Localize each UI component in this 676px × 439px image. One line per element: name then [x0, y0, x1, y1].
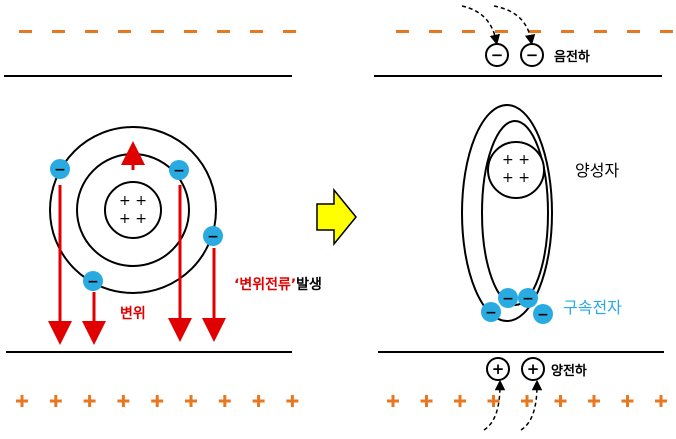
negative-charge-2-sign: −	[526, 46, 539, 64]
incoming-flow-arrow-1	[461, 5, 501, 46]
right-top-dash	[429, 30, 442, 33]
left-bottom-positive-plate	[16, 395, 299, 407]
right-top-dash	[396, 30, 409, 33]
outgoing-flow-arrow-2	[520, 379, 543, 431]
displacement-current-quote: ‘변위전류’	[234, 276, 296, 293]
displacement-label: 변위	[120, 306, 146, 322]
shifted-nucleus-plus-top: + +	[502, 152, 530, 168]
left-bottom-plus-mark	[83, 395, 96, 407]
right-top-dash	[495, 30, 508, 33]
left-top-dash	[52, 30, 65, 33]
right-bottom-plus-mark	[588, 395, 600, 407]
nucleus-circle	[104, 181, 162, 239]
right-top-dash	[594, 30, 607, 33]
left-bottom-plus-mark	[49, 395, 62, 407]
displacement-current-label: ‘변위전류’발생	[234, 276, 322, 293]
outer-orbit	[49, 126, 217, 294]
nucleus-plus-bottom: + +	[119, 211, 147, 227]
left-top-dash	[19, 30, 32, 33]
left-top-dash	[217, 30, 230, 33]
right-bottom-plus-mark	[521, 395, 533, 407]
left-panel: + + + + − − − − 변위 ‘변위전류’발생	[4, 30, 322, 407]
occurs-text: 발생	[296, 276, 322, 293]
left-bottom-plus-mark	[185, 395, 197, 407]
left-bottom-plus-mark	[16, 395, 28, 407]
positive-charge-label: 양전하	[551, 363, 587, 379]
polarized-atom-label: 양성자	[575, 161, 619, 180]
positive-charge-2: +	[521, 357, 545, 381]
right-bottom-positive-plate	[387, 395, 667, 407]
left-bottom-plus-mark	[117, 395, 130, 407]
right-panel: − − 음전하 + + + + 양성자 − − − − 구속전자	[374, 5, 673, 431]
bound-electron-3-sign: −	[485, 305, 497, 321]
left-top-dash	[184, 30, 197, 33]
electron-3-sign: −	[207, 229, 219, 245]
electron-1-sign: −	[54, 162, 66, 178]
negative-charge-2: −	[520, 43, 544, 67]
bound-electron-1-sign: −	[502, 291, 514, 307]
right-bottom-plus-mark	[655, 395, 667, 407]
bound-electron-3: −	[481, 302, 501, 322]
negative-charge-1-sign: −	[491, 46, 504, 64]
bound-electron-2: −	[518, 288, 538, 308]
bound-electrons-label: 구속전자	[563, 298, 622, 317]
right-bottom-plus-mark	[554, 395, 567, 407]
shifted-nucleus-plus-bottom: + +	[502, 170, 530, 186]
transition-arrow-icon	[316, 187, 357, 247]
left-bottom-plus-mark	[218, 395, 231, 407]
left-bottom-plus-mark	[151, 395, 164, 407]
incoming-flow-arrow-2	[493, 5, 536, 46]
bound-electron-4-sign: −	[537, 307, 549, 323]
right-top-dash	[627, 30, 640, 33]
electron-2: −	[169, 160, 189, 180]
left-top-dash	[118, 30, 131, 33]
right-top-dash	[462, 30, 475, 33]
negative-charge-label: 음전하	[554, 49, 590, 65]
outer-elongated-orbit	[461, 104, 553, 322]
left-bottom-plus-mark	[286, 395, 299, 407]
right-top-dash	[660, 30, 673, 33]
outgoing-flow-arrow-1	[483, 379, 506, 431]
electron-1: −	[50, 159, 70, 179]
left-top-dash	[283, 30, 296, 33]
right-bottom-plus-mark	[454, 395, 466, 407]
left-top-negative-plate	[19, 30, 296, 33]
bound-electron-1: −	[498, 288, 518, 308]
right-top-dash	[561, 30, 574, 33]
left-top-dash	[250, 30, 263, 33]
right-bottom-plus-mark	[387, 395, 399, 407]
right-bottom-plus-mark	[420, 395, 433, 407]
electron-2-sign: −	[173, 163, 185, 179]
electron-4-sign: −	[87, 274, 99, 290]
bound-electron-4: −	[533, 304, 553, 324]
shifted-nucleus-circle	[487, 141, 545, 199]
left-top-dash	[151, 30, 164, 33]
right-top-negative-plate	[396, 30, 673, 33]
right-top-dash	[528, 30, 541, 33]
left-bottom-plus-mark	[252, 395, 265, 407]
positive-charge-1: +	[486, 357, 510, 381]
nucleus-plus-top: + +	[119, 193, 147, 209]
bound-electron-2-sign: −	[522, 291, 534, 307]
right-bottom-plus-mark	[487, 395, 500, 407]
negative-charge-1: −	[485, 43, 509, 67]
positive-charge-1-sign: +	[492, 360, 505, 378]
right-bottom-plus-mark	[621, 395, 634, 407]
electron-3: −	[203, 226, 223, 246]
electron-4: −	[83, 271, 103, 291]
positive-charge-2-sign: +	[527, 360, 540, 378]
left-top-dash	[85, 30, 98, 33]
